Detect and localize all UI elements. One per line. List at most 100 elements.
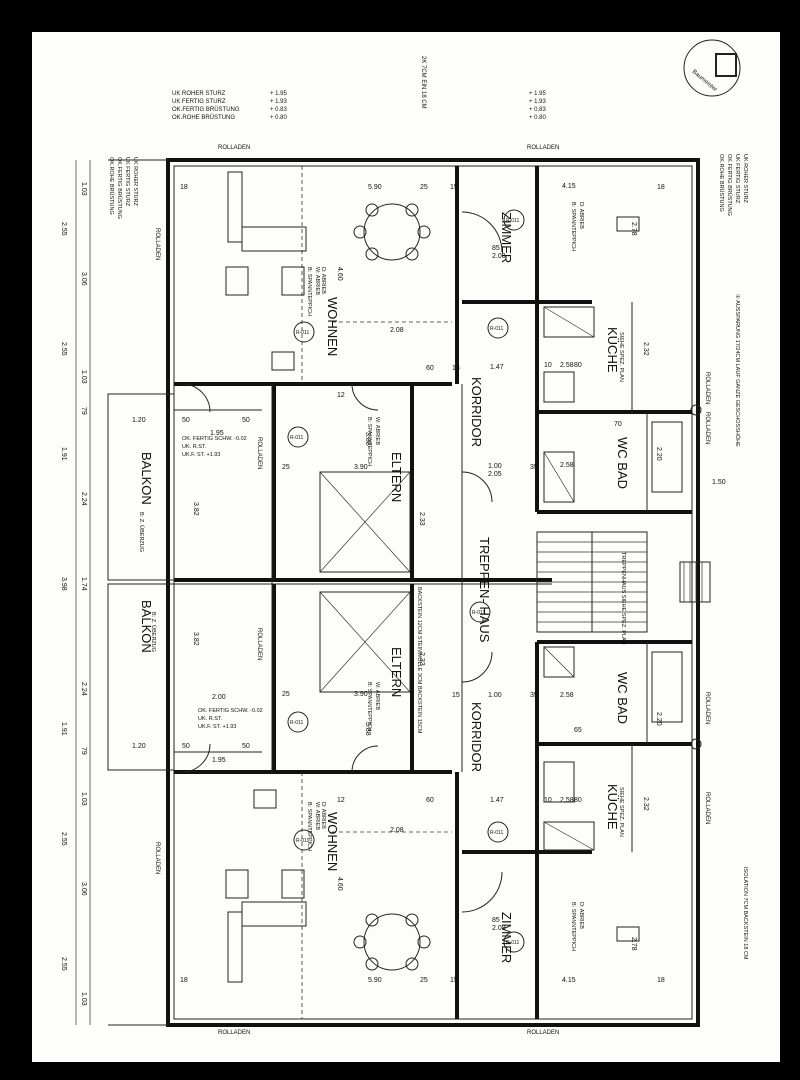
svg-text:85: 85 [492,917,500,924]
dashed-lines [301,166,452,1019]
svg-text:3.06: 3.06 [80,272,87,286]
svg-text:50: 50 [182,743,190,750]
svg-text:ROLLADEN: ROLLADEN [154,228,160,260]
dimension-values: 5.90 5.90 4.15 4.15 4.60 4.60 2.78 2.78 … [132,183,726,984]
svg-text:15: 15 [450,977,458,984]
svg-text:UK FERTIG STURZ: UK FERTIG STURZ [734,154,740,204]
svg-text:B: SPANNTEPPICH: B: SPANNTEPPICH [570,202,576,251]
svg-text:79: 79 [80,747,87,755]
svg-text:UK FERTIG STURZ: UK FERTIG STURZ [172,99,226,105]
svg-text:2.58: 2.58 [560,362,574,369]
svg-text:UK FERTIG STURZ: UK FERTIG STURZ [124,157,130,207]
room-label-zimmer-top: ZIMMER [499,212,514,263]
beds [319,471,411,693]
svg-text:+ 0.80: + 0.80 [270,115,288,121]
door-swings [181,211,503,913]
room-code-bubbles: R-011 R-011 R-011 R-011 R-011 R-011 R-01… [287,209,525,953]
svg-text:18: 18 [657,977,665,984]
svg-text:1.03: 1.03 [80,792,87,806]
svg-text:1.03: 1.03 [80,182,87,196]
svg-text:R-011: R-011 [506,940,519,946]
svg-text:ROLLADEN: ROLLADEN [704,372,710,404]
svg-text:R-011: R-011 [472,610,485,616]
room-label-bad-bottom: WC BAD [615,672,630,724]
svg-text:3.82: 3.82 [192,632,199,646]
svg-text:BACKSTEIN 12CM STEINWOLLE 3CM: BACKSTEIN 12CM STEINWOLLE 3CM BACKSTEIN … [416,587,422,734]
svg-text:2.58: 2.58 [560,692,574,699]
svg-text:1.74: 1.74 [80,577,87,591]
svg-text:ROLLADEN: ROLLADEN [256,437,262,469]
svg-text:2.08: 2.08 [492,253,506,260]
svg-text:10: 10 [544,797,552,804]
svg-text:UK.F. ST. +1.93: UK.F. ST. +1.93 [198,724,236,730]
svg-text:UK ROHER STURZ: UK ROHER STURZ [742,154,748,204]
svg-text:UK. R.ST.: UK. R.ST. [182,444,207,450]
svg-text:OK.FERTIG BRÜSTUNG: OK.FERTIG BRÜSTUNG [726,154,733,216]
architect-stamp-logo: Baumeister [683,39,741,97]
room-label-eltern-bottom: ELTERN [389,647,404,697]
svg-text:+ 0.83: + 0.83 [529,107,547,113]
svg-text:2.08: 2.08 [390,827,404,834]
svg-text:2.55: 2.55 [60,342,67,356]
svg-text:25: 25 [282,464,290,471]
svg-text:1.47: 1.47 [490,364,504,371]
floor-plan-drawing: UK ROHER STURZ UK FERTIG STURZ OK.FERTIG… [60,39,748,1036]
furniture-top-living [225,171,431,371]
room-label-bad-top: WC BAD [615,437,630,489]
svg-text:3.90: 3.90 [354,691,368,698]
svg-text:B: Z. ÜBERZUG: B: Z. ÜBERZUG [138,512,145,552]
svg-text:B: SPANNTEPPICH: B: SPANNTEPPICH [366,682,372,731]
svg-text:1.20: 1.20 [132,743,146,750]
svg-text:1.00: 1.00 [488,692,502,699]
svg-text:1.20: 1.20 [132,417,146,424]
svg-text:15: 15 [452,365,460,372]
svg-text:2.32: 2.32 [642,342,649,356]
svg-text:OK. FERTIG SCHW. -0.02: OK. FERTIG SCHW. -0.02 [182,436,247,442]
svg-text:+ 1.93: + 1.93 [529,99,547,105]
svg-text:15: 15 [450,184,458,191]
svg-text:4.60: 4.60 [336,877,343,891]
svg-text:+ 1.93: + 1.93 [270,99,288,105]
svg-text:ROLLADEN: ROLLADEN [527,1030,559,1036]
left-legend: UK ROHER STURZ UK FERTIG STURZ OK.FERTIG… [108,157,138,219]
svg-text:3.88: 3.88 [364,432,371,446]
room-label-wohnen-bottom: WOHNEN [325,812,340,871]
svg-text:2.55: 2.55 [60,222,67,236]
svg-text:ROLLADEN: ROLLADEN [527,145,559,151]
svg-text:R-011: R-011 [296,838,309,844]
svg-text:B: SPANNTEPPICH: B: SPANNTEPPICH [306,802,312,851]
room-label-balkon-bottom: BALKON [139,600,154,653]
svg-text:OK.ROHE BRÜSTUNG: OK.ROHE BRÜSTUNG [718,154,725,212]
svg-text:5.90: 5.90 [368,184,382,191]
room-label-kuche-bottom: KÜCHE [605,784,620,830]
svg-text:R-011: R-011 [506,218,519,224]
svg-text:2.58: 2.58 [560,797,574,804]
svg-text:18: 18 [180,977,188,984]
svg-text:15: 15 [452,692,460,699]
svg-text:+ 0.80: + 0.80 [529,115,547,121]
balconies [107,393,262,771]
svg-text:2.05: 2.05 [488,471,502,478]
svg-text:1.00: 1.00 [488,463,502,470]
svg-text:OK. FERTIG SCHW. -0.02: OK. FERTIG SCHW. -0.02 [198,708,263,714]
svg-text:25: 25 [420,184,428,191]
svg-text:W: ABRIEB: W: ABRIEB [314,802,320,830]
svg-text:50: 50 [242,743,250,750]
stair-treads [536,531,711,633]
svg-text:ROLLADEN: ROLLADEN [218,145,250,151]
svg-text:D: ABRIEB: D: ABRIEB [578,902,584,929]
svg-text:R-011: R-011 [290,435,303,441]
svg-text:ROLLADEN: ROLLADEN [704,692,710,724]
svg-text:60: 60 [426,797,434,804]
svg-text:3.06: 3.06 [80,882,87,896]
svg-text:ROLLADEN: ROLLADEN [256,628,262,660]
svg-text:UK ROHER STURZ: UK ROHER STURZ [172,91,226,97]
svg-text:4.15: 4.15 [562,977,576,984]
svg-text:UK.F. ST. +1.93: UK.F. ST. +1.93 [182,452,220,458]
svg-text:1.50: 1.50 [712,479,726,486]
svg-text:1.47: 1.47 [490,797,504,804]
svg-text:OK.ROHE BRÜSTUNG: OK.ROHE BRÜSTUNG [172,114,235,121]
svg-text:25: 25 [282,691,290,698]
svg-text:2.20: 2.20 [655,712,662,726]
